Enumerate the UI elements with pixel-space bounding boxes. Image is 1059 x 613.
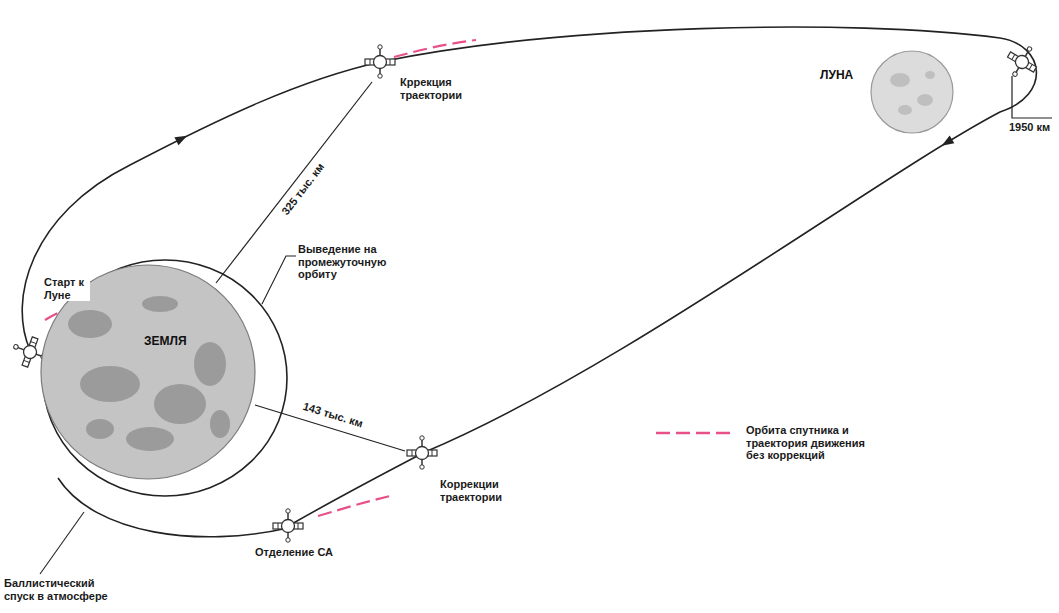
stage-label: Кррекция траектории <box>400 76 482 101</box>
spacecraft-icon <box>1001 40 1044 84</box>
dimension-line <box>1012 76 1052 118</box>
stage-label: Выведение на промежуточную орбиту <box>298 243 394 281</box>
distance-label: 325 тыс. км <box>278 159 328 219</box>
direction-arrow <box>939 136 954 150</box>
stage-label: Старт к Луне <box>44 276 90 301</box>
distance-label: 143 тыс. км <box>300 399 367 430</box>
flight-trajectory <box>22 27 1036 525</box>
leader-line <box>262 256 296 304</box>
spacecraft-icon <box>273 509 303 542</box>
body-name: ЛУНА <box>820 68 853 82</box>
legend-swatch <box>656 428 736 438</box>
distance-label: 1950 км <box>1009 121 1050 134</box>
stage-label: Баллистический спуск в атмосфере <box>4 577 116 602</box>
spacecraft-icon <box>407 436 437 469</box>
stage-label: Коррекции траектории <box>440 478 518 503</box>
legend-text: Орбита спутника и траектория движения бе… <box>746 424 871 462</box>
leader-line <box>40 512 84 574</box>
stage-label: Отделение СА <box>255 546 333 559</box>
body-name: ЗЕМЛЯ <box>144 334 187 348</box>
moon-circle <box>870 50 954 134</box>
moon-circle: ЛУНА <box>870 50 954 134</box>
descent-path <box>58 478 288 537</box>
spacecraft-icon <box>365 45 395 78</box>
direction-arrow <box>174 132 189 145</box>
